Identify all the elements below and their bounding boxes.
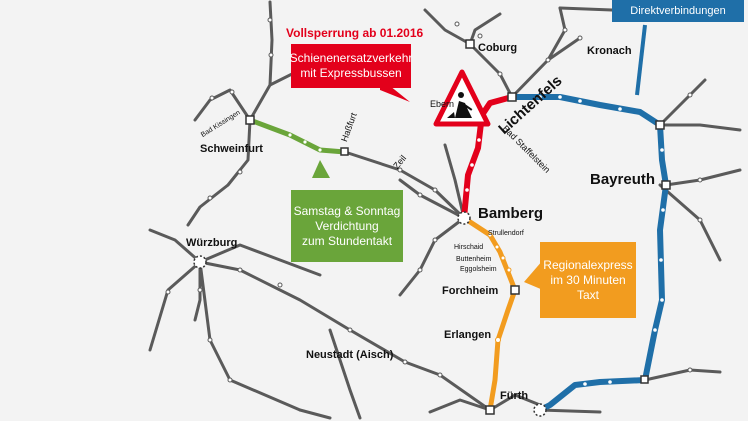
label-neustadt: Neustadt (Aisch): [306, 349, 394, 361]
station-east: [640, 375, 649, 384]
green-route-stops: [288, 133, 322, 152]
orange-route-stops: [487, 232, 512, 343]
regional-express-callout: Regionalexpress im 30 Minuten Taxt: [540, 242, 636, 318]
station-coburg: [465, 39, 475, 49]
station-nuernberg: [533, 403, 547, 417]
station-forchheim: [510, 285, 520, 295]
label-erlangen: Erlangen: [444, 329, 492, 341]
weekend-line-2: Verdichtung: [315, 218, 379, 233]
weekend-line-3: zum Stundentakt: [301, 233, 393, 248]
roadworks-warning-icon: [433, 69, 491, 127]
label-wuerzburg: Würzburg: [186, 237, 238, 249]
station-bayreuth: [661, 180, 671, 190]
label-coburg: Coburg: [478, 42, 518, 54]
label-strullendorf: Strullendorf: [488, 230, 524, 237]
station-hassfurt: [340, 147, 349, 156]
red-closure-route: [461, 94, 515, 221]
station-wuerzburg: [193, 255, 207, 269]
blue-route-stops: [538, 95, 665, 386]
label-bamberg: Bamberg: [478, 205, 544, 222]
station-fuerth: [485, 405, 495, 415]
weekend-line-1: Samstag & Sonntag: [293, 203, 401, 218]
blue-direct-callout-pointer: [635, 24, 647, 96]
label-schweinfurt: Schweinfurt: [200, 143, 263, 155]
label-kronach: Kronach: [587, 45, 632, 57]
station-lichtenfels: [507, 92, 517, 102]
direct-connections-label: Direktverbindungen: [630, 4, 726, 17]
label-ebern: Ebern: [430, 99, 455, 109]
station-dots: [165, 17, 703, 383]
green-weekend-route: [247, 117, 348, 155]
major-stations: [245, 39, 671, 415]
regional-express-line-3: Taxt: [576, 287, 599, 302]
label-hirschaid: Hirschaid: [454, 244, 484, 251]
station-schweinfurt: [245, 115, 255, 125]
station-bayreuth-north: [655, 120, 665, 130]
closure-title: Vollsperrung ab 01.2016: [286, 26, 424, 40]
label-buttenheim: Buttenheim: [456, 256, 492, 263]
station-bamberg: [457, 211, 471, 225]
label-fuerth: Fürth: [500, 390, 529, 402]
rail-replacement-line-2: mit Expressbussen: [300, 66, 402, 80]
rail-replacement-callout: Schienenersatzverkehr mit Expressbussen: [289, 44, 413, 88]
label-forchheim: Forchheim: [442, 285, 499, 297]
label-eggolsheim: Eggolsheim: [460, 266, 497, 273]
green-callout-pointer: [312, 160, 330, 178]
hub-stations: [193, 211, 547, 417]
label-bayreuth: Bayreuth: [590, 171, 656, 188]
orange-callout-pointer: [524, 260, 543, 290]
weekend-callout: Samstag & Sonntag Verdichtung zum Stunde…: [291, 190, 403, 262]
orange-regional-express-route: [461, 215, 518, 413]
rail-replacement-line-1: Schienenersatzverkehr: [289, 51, 413, 65]
direct-connections-callout: Direktverbindungen: [612, 0, 744, 22]
regional-express-line-1: Regionalexpress: [543, 257, 633, 272]
regional-express-line-2: im 30 Minuten: [550, 272, 626, 287]
